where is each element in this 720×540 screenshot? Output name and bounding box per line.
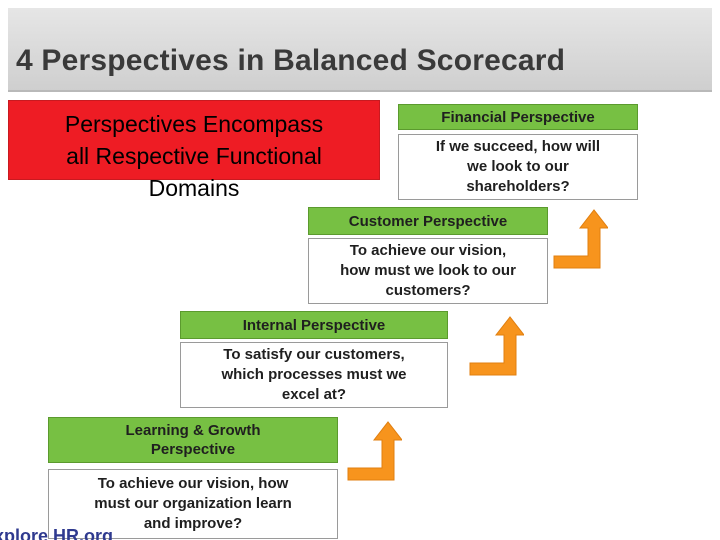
question-line: To satisfy our customers,: [223, 346, 405, 363]
question-line: must our organization learn: [94, 495, 292, 512]
title-bar: [8, 8, 712, 92]
internal-perspective-title: Internal Perspective: [180, 311, 448, 339]
customer-perspective-title: Customer Perspective: [308, 207, 548, 235]
question-line: and improve?: [143, 515, 243, 532]
up-arrow-icon: [347, 421, 402, 481]
question-line: To achieve our vision, how: [97, 475, 289, 492]
customer-perspective-label: Customer Perspective: [348, 212, 508, 230]
financial-perspective-question: If we succeed, how will we look to our s…: [398, 134, 638, 200]
learning-growth-label-line: Perspective: [150, 441, 236, 458]
overlay-line-3: Domains: [148, 175, 240, 201]
overlay-box: [8, 100, 380, 180]
financial-perspective-title: Financial Perspective: [398, 104, 638, 130]
question-line: If we succeed, how will: [435, 138, 601, 155]
learning-growth-perspective-title: Learning & Growth Perspective: [48, 417, 338, 463]
financial-perspective-label: Financial Perspective: [441, 108, 595, 126]
page-title: 4 Perspectives in Balanced Scorecard: [16, 44, 566, 77]
overlay-caption: Perspectives Encompass all Respective Fu…: [0, 108, 388, 204]
customer-perspective-question: To achieve our vision, how must we look …: [308, 238, 548, 304]
question-line: we look to our: [467, 158, 569, 175]
up-arrow-icon: [469, 316, 524, 376]
question-line: customers?: [385, 282, 471, 299]
question-line: how must we look to our: [340, 262, 516, 279]
question-line: shareholders?: [466, 178, 570, 195]
question-line: which processes must we: [221, 366, 407, 383]
question-line: To achieve our vision,: [349, 242, 507, 259]
up-arrow-icon: [553, 209, 608, 269]
learning-growth-label-line: Learning & Growth: [125, 422, 261, 439]
overlay-line-2: all Respective Functional: [66, 143, 322, 169]
internal-perspective-question: To satisfy our customers, which processe…: [180, 342, 448, 408]
overlay-line-1: Perspectives Encompass: [64, 111, 324, 137]
footer-watermark: xplore HR.org: [0, 526, 114, 540]
question-line: excel at?: [281, 386, 347, 403]
learning-growth-perspective-question: To achieve our vision, how must our orga…: [48, 469, 338, 539]
internal-perspective-label: Internal Perspective: [242, 316, 386, 334]
